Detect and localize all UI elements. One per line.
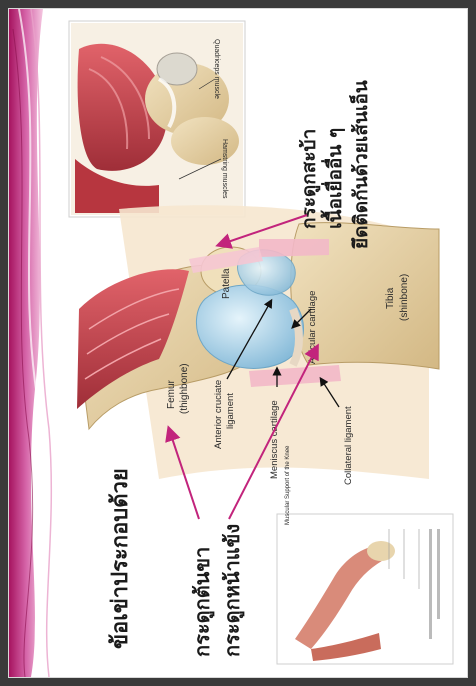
knee-anatomy-illustration: Femur (thighbone) Patella Tibia (shinbon… xyxy=(77,205,439,485)
acl-label-line1: Anterior cruciate xyxy=(213,380,224,449)
acl-label-line2: ligament xyxy=(225,393,236,429)
inset-leg-title: Muscular Support of the Knee xyxy=(285,445,291,525)
tibia-sub-label: (shinbone) xyxy=(399,274,410,321)
quadriceps-label: Quadriceps muscle xyxy=(213,39,220,99)
presentation-slide: Quadriceps muscle Hamstring muscles xyxy=(8,8,468,678)
femur-label: Femur xyxy=(166,379,177,409)
femur-sub-label: (thighbone) xyxy=(179,363,190,414)
decorative-swoosh xyxy=(9,9,51,677)
patella-thai-label-3: ยึดติดกันด้วยเส้นเอ็น xyxy=(348,80,372,249)
muscle-inset-illustration: Quadriceps muscle Hamstring muscles xyxy=(69,21,245,217)
femur-thai-label: กระดูกต้นขา xyxy=(190,547,216,657)
tibia-thai-label: กระดูกหน้าแข้ง xyxy=(220,524,246,657)
hamstring-label: Hamstring muscles xyxy=(221,139,228,199)
patella-thai-label-2: เนื้อเยื่ออื่น ๆ xyxy=(320,128,346,229)
collateral-ligament-label: Collateral ligament xyxy=(343,406,354,485)
tibia-label: Tibia xyxy=(385,287,396,309)
slide-title: ข้อเข่าประกอบด้วย xyxy=(108,468,133,649)
patella-label: Patella xyxy=(221,268,232,299)
slide-canvas: Quadriceps muscle Hamstring muscles xyxy=(9,9,467,677)
articular-cartilage-label: Articular cartilage xyxy=(307,291,318,364)
patella-thai-label-1: กระดูกสะบ้า xyxy=(298,129,321,229)
